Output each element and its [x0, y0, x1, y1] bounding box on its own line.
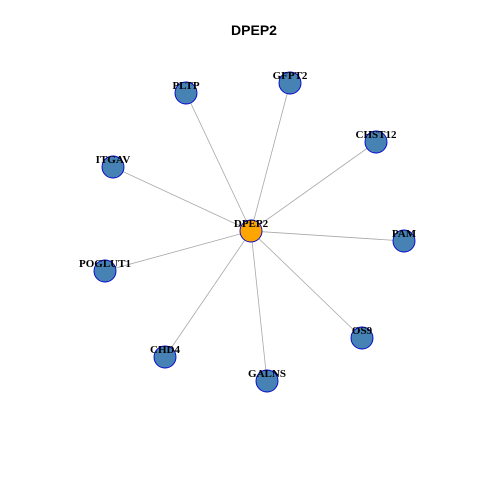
node-pam — [392, 229, 416, 253]
edges-layer — [104, 82, 405, 382]
edge-dpep2-gfpt2 — [250, 82, 291, 232]
node-label-galns: GALNS — [248, 368, 286, 380]
edge-dpep2-galns — [250, 230, 268, 382]
edge-dpep2-chst12 — [250, 141, 377, 232]
node-label-itgav: ITGAV — [96, 154, 131, 166]
node-poglut1 — [93, 259, 117, 283]
node-os9 — [350, 326, 374, 350]
node-label-pam: PAM — [392, 228, 417, 240]
node-itgav — [101, 155, 125, 179]
node-label-chst12: CHST12 — [356, 129, 397, 141]
node-dpep2 — [239, 219, 263, 243]
node-label-pltp: PLTP — [172, 80, 199, 92]
node-label-dpep2: DPEP2 — [234, 218, 269, 230]
node-pltp — [174, 81, 198, 105]
edge-dpep2-pltp — [185, 92, 252, 232]
node-gfpt2 — [278, 71, 302, 95]
nodes-layer — [93, 71, 416, 393]
edge-dpep2-os9 — [250, 230, 363, 339]
edge-dpep2-itgav — [112, 166, 252, 232]
edge-dpep2-poglut1 — [104, 230, 252, 272]
node-label-os9: OS9 — [352, 325, 373, 337]
node-label-poglut1: POGLUT1 — [79, 258, 131, 270]
node-chst12 — [364, 130, 388, 154]
edge-dpep2-pam — [250, 230, 405, 242]
edge-dpep2-chd4 — [164, 230, 252, 358]
node-label-chd4: CHD4 — [150, 344, 180, 356]
node-chd4 — [153, 345, 177, 369]
node-galns — [255, 369, 279, 393]
node-label-gfpt2: GFPT2 — [273, 70, 308, 82]
diagram-title: DPEP2 — [231, 22, 277, 38]
